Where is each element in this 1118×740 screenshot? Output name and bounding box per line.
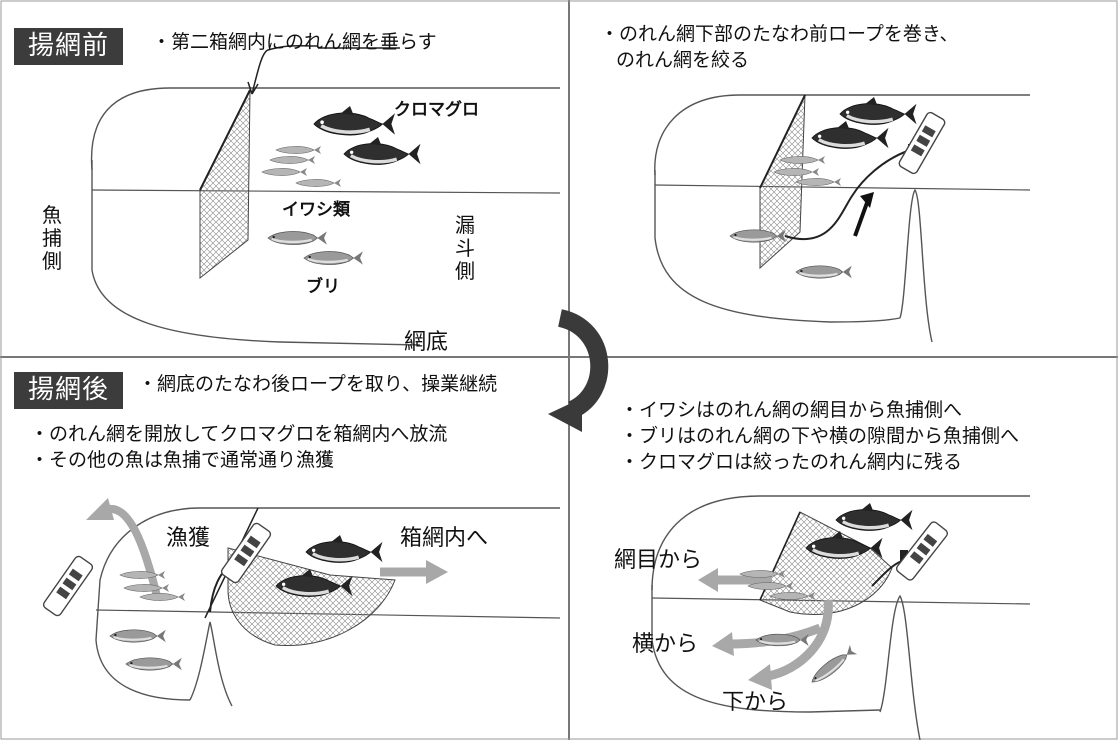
note-cinch-1: ・のれん網下部のたなわ前ロープを巻き、 xyxy=(600,23,959,45)
panel-cinch-illustration xyxy=(654,94,1031,343)
note-escape-1: ・イワシはのれん網の網目から魚捕側へ xyxy=(620,399,963,421)
panel-before-illustration xyxy=(90,44,561,346)
tag-after: 揚網後 xyxy=(14,372,124,409)
panel-after-illustration xyxy=(41,498,561,707)
label-tuna: クロマグロ xyxy=(394,100,479,120)
note-after-1: ・のれん網を開放してクロマグロを箱網内へ放流 xyxy=(30,423,448,445)
tag-before: 揚網前 xyxy=(14,28,124,65)
label-via-under: 下から xyxy=(722,690,789,715)
note-before: ・第二箱網内にのれん網を垂らす xyxy=(152,31,437,53)
panel-escape-illustration xyxy=(651,495,1031,740)
note-escape-3: ・クロマグロは絞ったのれん網内に残る xyxy=(620,451,963,473)
label-via-mesh: 網目から xyxy=(614,548,703,573)
label-catch: 漁獲 xyxy=(166,526,211,551)
label-via-side: 横から xyxy=(632,632,699,657)
label-yellowtail: ブリ xyxy=(306,277,340,297)
cycle-arrow xyxy=(548,309,609,432)
note-after-2: ・その他の魚は魚捕で通常通り漁獲 xyxy=(30,449,335,471)
note-cinch-2: のれん網を絞る xyxy=(616,49,750,71)
label-net-bottom: 網底 xyxy=(404,330,449,355)
label-funnel-side: 漏斗側 xyxy=(455,213,475,283)
note-after-top: ・網底のたなわ後ロープを取り、操業継続 xyxy=(138,373,498,395)
label-sardine: イワシ類 xyxy=(282,200,350,220)
note-escape-2: ・ブリはのれん網の下や横の隙間から魚捕側へ xyxy=(620,425,1020,447)
label-catch-side: 魚捕側 xyxy=(42,203,62,273)
label-into-box: 箱網内へ xyxy=(400,526,489,551)
